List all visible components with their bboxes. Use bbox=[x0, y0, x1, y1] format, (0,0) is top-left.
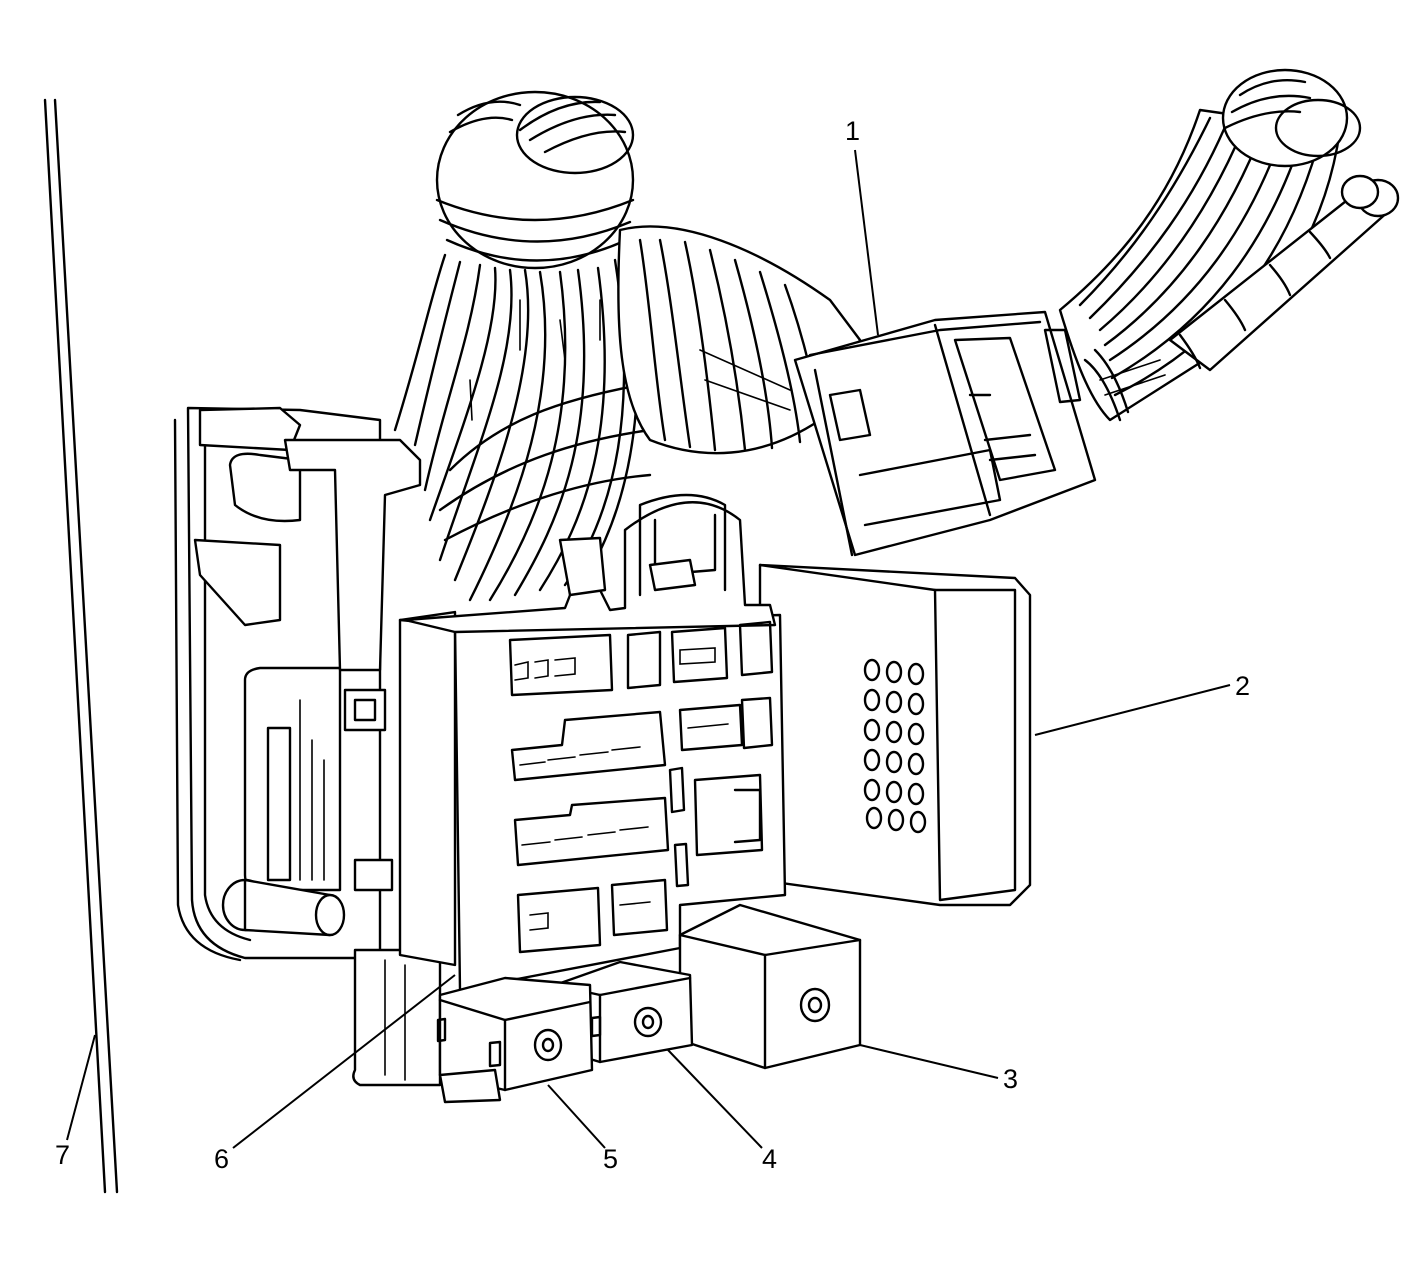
callout-3: 3 bbox=[1003, 1064, 1018, 1094]
callout-1: 1 bbox=[845, 116, 860, 146]
callout-4: 4 bbox=[762, 1144, 777, 1174]
right-wire-bundle bbox=[1058, 68, 1400, 422]
left-wire-bundle bbox=[393, 90, 652, 602]
mounting-bracket bbox=[173, 406, 442, 1087]
leader-1 bbox=[854, 149, 879, 336]
connector-1 bbox=[793, 310, 1097, 557]
leader-3 bbox=[859, 1044, 999, 1079]
middle-harness bbox=[617, 225, 862, 455]
relay-5 bbox=[436, 976, 594, 1104]
callout-labels: 1 2 3 4 5 6 7 bbox=[55, 116, 1250, 1174]
module-2 bbox=[758, 563, 1032, 907]
callout-2: 2 bbox=[1235, 671, 1250, 701]
panel-edge bbox=[43, 98, 119, 1194]
callout-7: 7 bbox=[55, 1140, 70, 1170]
module-vent-holes bbox=[863, 658, 927, 834]
leader-5 bbox=[547, 1084, 606, 1149]
callout-6: 6 bbox=[214, 1144, 229, 1174]
leader-7 bbox=[66, 1034, 96, 1141]
leader-6 bbox=[232, 974, 456, 1149]
leader-2 bbox=[1034, 684, 1231, 736]
callout-5: 5 bbox=[603, 1144, 618, 1174]
leader-4 bbox=[667, 1049, 763, 1149]
leader-lines bbox=[66, 149, 1231, 1149]
junction-block-6 bbox=[398, 493, 787, 992]
relay-3 bbox=[678, 903, 862, 1070]
